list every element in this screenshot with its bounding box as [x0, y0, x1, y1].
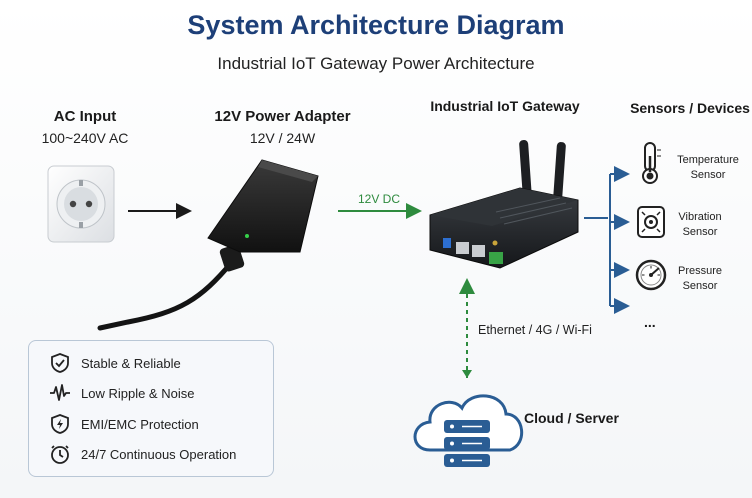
sensor-label-pressure: Pressure Sensor [662, 264, 738, 294]
dc-link-label: 12V DC [358, 192, 401, 206]
shield-icon [51, 353, 69, 373]
sensor-label-line: Sensor [682, 280, 718, 292]
diagram-title: System Architecture Diagram [187, 10, 565, 40]
sensor-label-line: Sensor [682, 226, 718, 238]
features-box: Stable & Reliable Low Ripple & Noise EMI… [28, 340, 274, 477]
gateway-title: Industrial IoT Gateway [430, 98, 580, 114]
sensors-title: Sensors / Devices [630, 100, 750, 116]
feature-label: Low Ripple & Noise [81, 385, 195, 401]
thermometer-icon [642, 142, 661, 184]
sensor-label-vibration: Vibration Sensor [662, 210, 738, 240]
clock-icon [51, 445, 69, 464]
power-adapter-icon [97, 159, 319, 331]
network-link-arrow [462, 370, 472, 378]
feature-item: Low Ripple & Noise [49, 381, 194, 405]
sensor-label-temperature: Temperature Sensor [668, 153, 748, 183]
adapter-spec: 12V / 24W [249, 130, 316, 146]
feature-label: EMI/EMC Protection [81, 416, 199, 432]
pressure-gauge-icon [635, 259, 667, 291]
iot-gateway-icon [429, 139, 579, 269]
feature-item: 24/7 Continuous Operation [49, 442, 236, 466]
sensor-label-line: Temperature [677, 154, 739, 166]
feature-label: 24/7 Continuous Operation [81, 446, 237, 462]
feature-label: Stable & Reliable [81, 355, 181, 371]
diagram-subtitle: Industrial IoT Gateway Power Architectur… [217, 54, 535, 73]
adapter-title: 12V Power Adapter [214, 108, 351, 125]
sensor-label-line: Pressure [677, 265, 723, 277]
feature-item: EMI/EMC Protection [49, 412, 199, 436]
sensor-label-line: Vibration [678, 211, 722, 223]
ac-input-spec: 100~240V AC [41, 130, 129, 146]
cloud-server-icon [413, 394, 524, 467]
ac-socket-icon [47, 165, 115, 243]
feature-item: Stable & Reliable [49, 351, 181, 375]
waveform-icon [50, 384, 70, 401]
emi-shield-icon [51, 414, 69, 434]
sensors-more-indicator: ... [644, 314, 656, 330]
ac-input-title: AC Input [53, 108, 117, 125]
cloud-label: Cloud / Server [524, 410, 619, 426]
network-link-label: Ethernet / 4G / Wi-Fi [478, 323, 592, 337]
vibration-sensor-icon [637, 206, 665, 238]
sensor-label-line: Sensor [690, 169, 726, 181]
